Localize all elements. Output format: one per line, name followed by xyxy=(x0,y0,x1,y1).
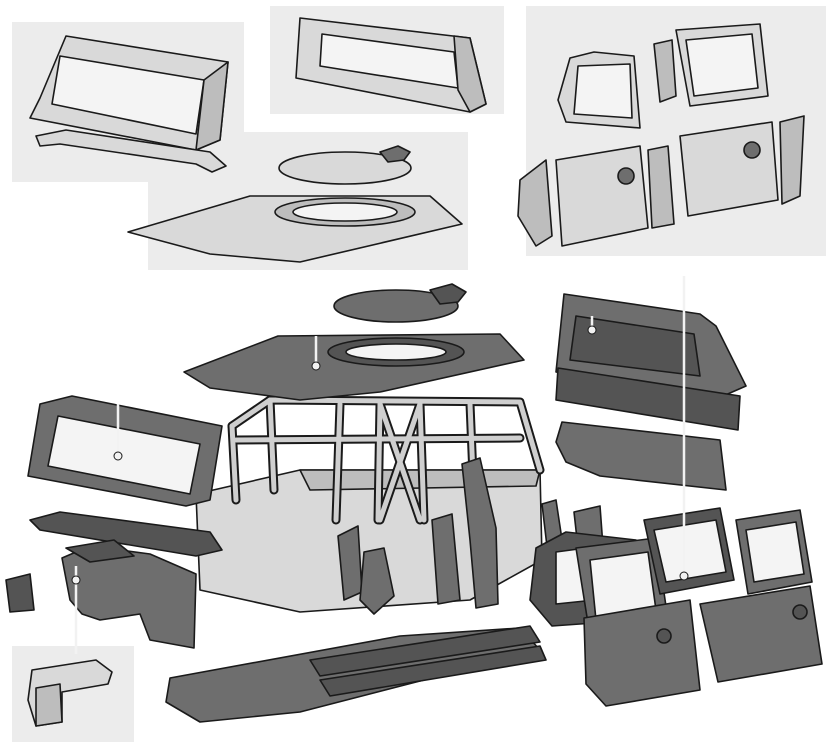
floor-rail-1 xyxy=(309,625,541,677)
roof-hatch-detail xyxy=(127,145,463,263)
front-door-handle-main-icon xyxy=(656,628,672,644)
rear-wall-lower xyxy=(555,367,741,431)
front-door-main-panel xyxy=(583,599,701,707)
door-pillar-upper xyxy=(653,39,677,103)
hatch-latch-icon xyxy=(379,145,411,163)
rear-door-glass-icon xyxy=(685,33,759,97)
hatch-lid-main xyxy=(333,289,459,323)
grab-handle-base xyxy=(35,683,63,727)
windshield-assembly xyxy=(27,395,223,557)
roll-cage xyxy=(227,395,545,525)
main-assembly xyxy=(5,276,823,723)
leader-lines xyxy=(74,276,686,654)
roof-assembly xyxy=(183,283,525,401)
dash-panel xyxy=(61,545,197,649)
front-door-handle-icon xyxy=(617,167,635,185)
handle-detail xyxy=(27,659,113,727)
front-door-edge xyxy=(517,159,553,247)
rear-door-handle-icon xyxy=(743,141,761,159)
windshield-glass-main-icon xyxy=(47,415,201,495)
leader-dot-roof xyxy=(311,361,321,371)
rear-window-side xyxy=(453,35,487,113)
doors-assembly xyxy=(529,507,823,707)
roof-hatch-opening xyxy=(292,202,398,222)
rear-window-inner-main xyxy=(569,315,701,377)
rear-door-edge xyxy=(779,115,805,205)
rear-window-detail xyxy=(295,17,487,113)
front-door-glass-icon xyxy=(573,63,633,119)
leader-dot-door xyxy=(679,571,689,581)
rear-door-panel xyxy=(679,121,779,217)
trim-pillar-b xyxy=(431,513,461,605)
windshield-rail-main xyxy=(29,511,223,557)
leader-dot-dash xyxy=(71,575,81,585)
doors-detail xyxy=(517,23,805,247)
seat-belt-housing xyxy=(359,547,395,615)
tailgate-panel xyxy=(555,421,727,491)
leader-dot-windshield xyxy=(113,451,123,461)
trim-pillar-c xyxy=(461,457,499,609)
hatch-lid xyxy=(278,151,412,185)
windshield-base-rail xyxy=(35,129,227,173)
floor-rail-2 xyxy=(319,645,547,697)
hatch-latch-main-icon xyxy=(429,283,467,305)
front-door-panel xyxy=(555,145,649,247)
cage-front-left-post-highlight xyxy=(229,423,239,503)
rear-door-glass-main-2-icon xyxy=(745,521,805,583)
leader-dot-rear-window xyxy=(587,325,597,335)
kick-panel-left xyxy=(5,573,35,613)
roof-hatch-opening-main xyxy=(345,343,447,361)
dash-handle-main-icon xyxy=(65,539,135,563)
door-pillar-lower xyxy=(647,145,675,229)
cage-front-right-post-highlight xyxy=(267,397,277,493)
windshield-glass-icon xyxy=(51,55,205,135)
windshield-side xyxy=(195,61,229,151)
cage-center-hoop-highlight xyxy=(333,401,383,523)
floor-assembly xyxy=(165,625,547,723)
cage-mid-rail-highlight xyxy=(233,435,523,443)
rear-door-glass-main-icon xyxy=(653,519,727,583)
cage-top-rail-highlight xyxy=(229,397,543,473)
windshield-detail xyxy=(29,35,229,173)
cage-cross-brace-highlight xyxy=(377,401,423,523)
rear-door-handle-main-icon xyxy=(792,604,808,620)
leader-dots xyxy=(71,325,689,585)
rear-door-main-panel xyxy=(699,585,823,683)
dash-assembly xyxy=(5,539,197,649)
rear-wall-assembly xyxy=(555,293,747,491)
